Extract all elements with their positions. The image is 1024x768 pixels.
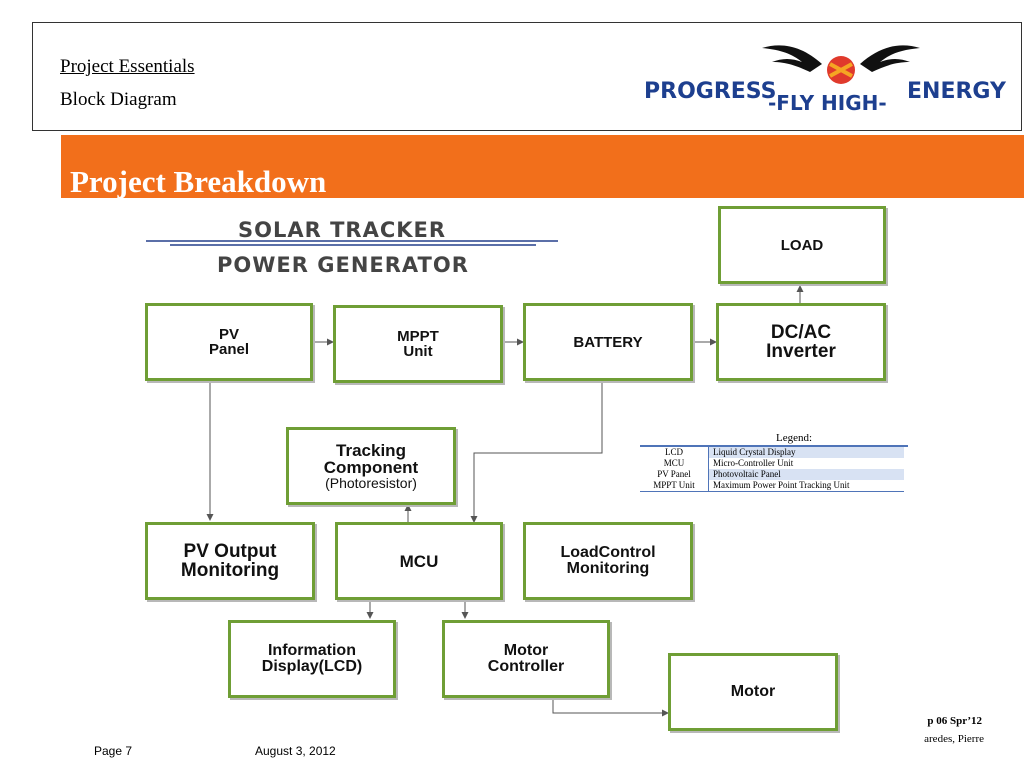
mcu-block: MCU xyxy=(335,522,503,600)
title-divider xyxy=(146,240,558,246)
section-title: Project Essentials xyxy=(60,56,195,77)
arrow-controller-to-motor xyxy=(552,695,669,717)
motor-block: Motor xyxy=(668,653,838,731)
motor-controller-block: Motor Controller xyxy=(442,620,610,698)
dcac-inverter-block: DC/AC Inverter xyxy=(716,303,886,381)
footer-group: p 06 Spr’12 xyxy=(927,715,982,727)
title-banner xyxy=(61,135,1024,198)
section-subtitle: Block Diagram xyxy=(60,89,177,110)
load-block: LOAD xyxy=(718,206,886,284)
company-logo: PROGRESS -FLY HIGH- ENERGY xyxy=(644,45,1007,115)
pv-output-monitoring-block: PV Output Monitoring xyxy=(145,522,315,600)
arrow-battery-to-mcu xyxy=(470,380,603,523)
footer-date: August 3, 2012 xyxy=(255,744,336,758)
pv-panel-block: PV Panel xyxy=(145,303,313,381)
information-display-block: Information Display(LCD) xyxy=(228,620,396,698)
header-box xyxy=(32,22,1022,131)
footer-page-number: Page 7 xyxy=(94,744,133,758)
footer-names: aredes, Pierre xyxy=(924,733,984,745)
logo-text-right: ENERGY xyxy=(907,79,1007,104)
diagram-title-line1: SOLAR TRACKER xyxy=(238,218,447,242)
mppt-unit-block: MPPT Unit xyxy=(333,305,503,383)
slide-title: Project Breakdown xyxy=(70,164,327,199)
battery-block: BATTERY xyxy=(523,303,693,381)
load-control-monitoring-block: LoadControl Monitoring xyxy=(523,522,693,600)
logo-text-mid: -FLY HIGH- xyxy=(768,91,887,115)
legend-rule xyxy=(640,445,908,447)
logo-text-left: PROGRESS xyxy=(644,79,777,104)
diagram-title-line2: POWER GENERATOR xyxy=(217,253,469,277)
legend-title: Legend: xyxy=(775,432,813,444)
tracking-component-block: Tracking Component (Photoresistor) xyxy=(286,427,456,505)
